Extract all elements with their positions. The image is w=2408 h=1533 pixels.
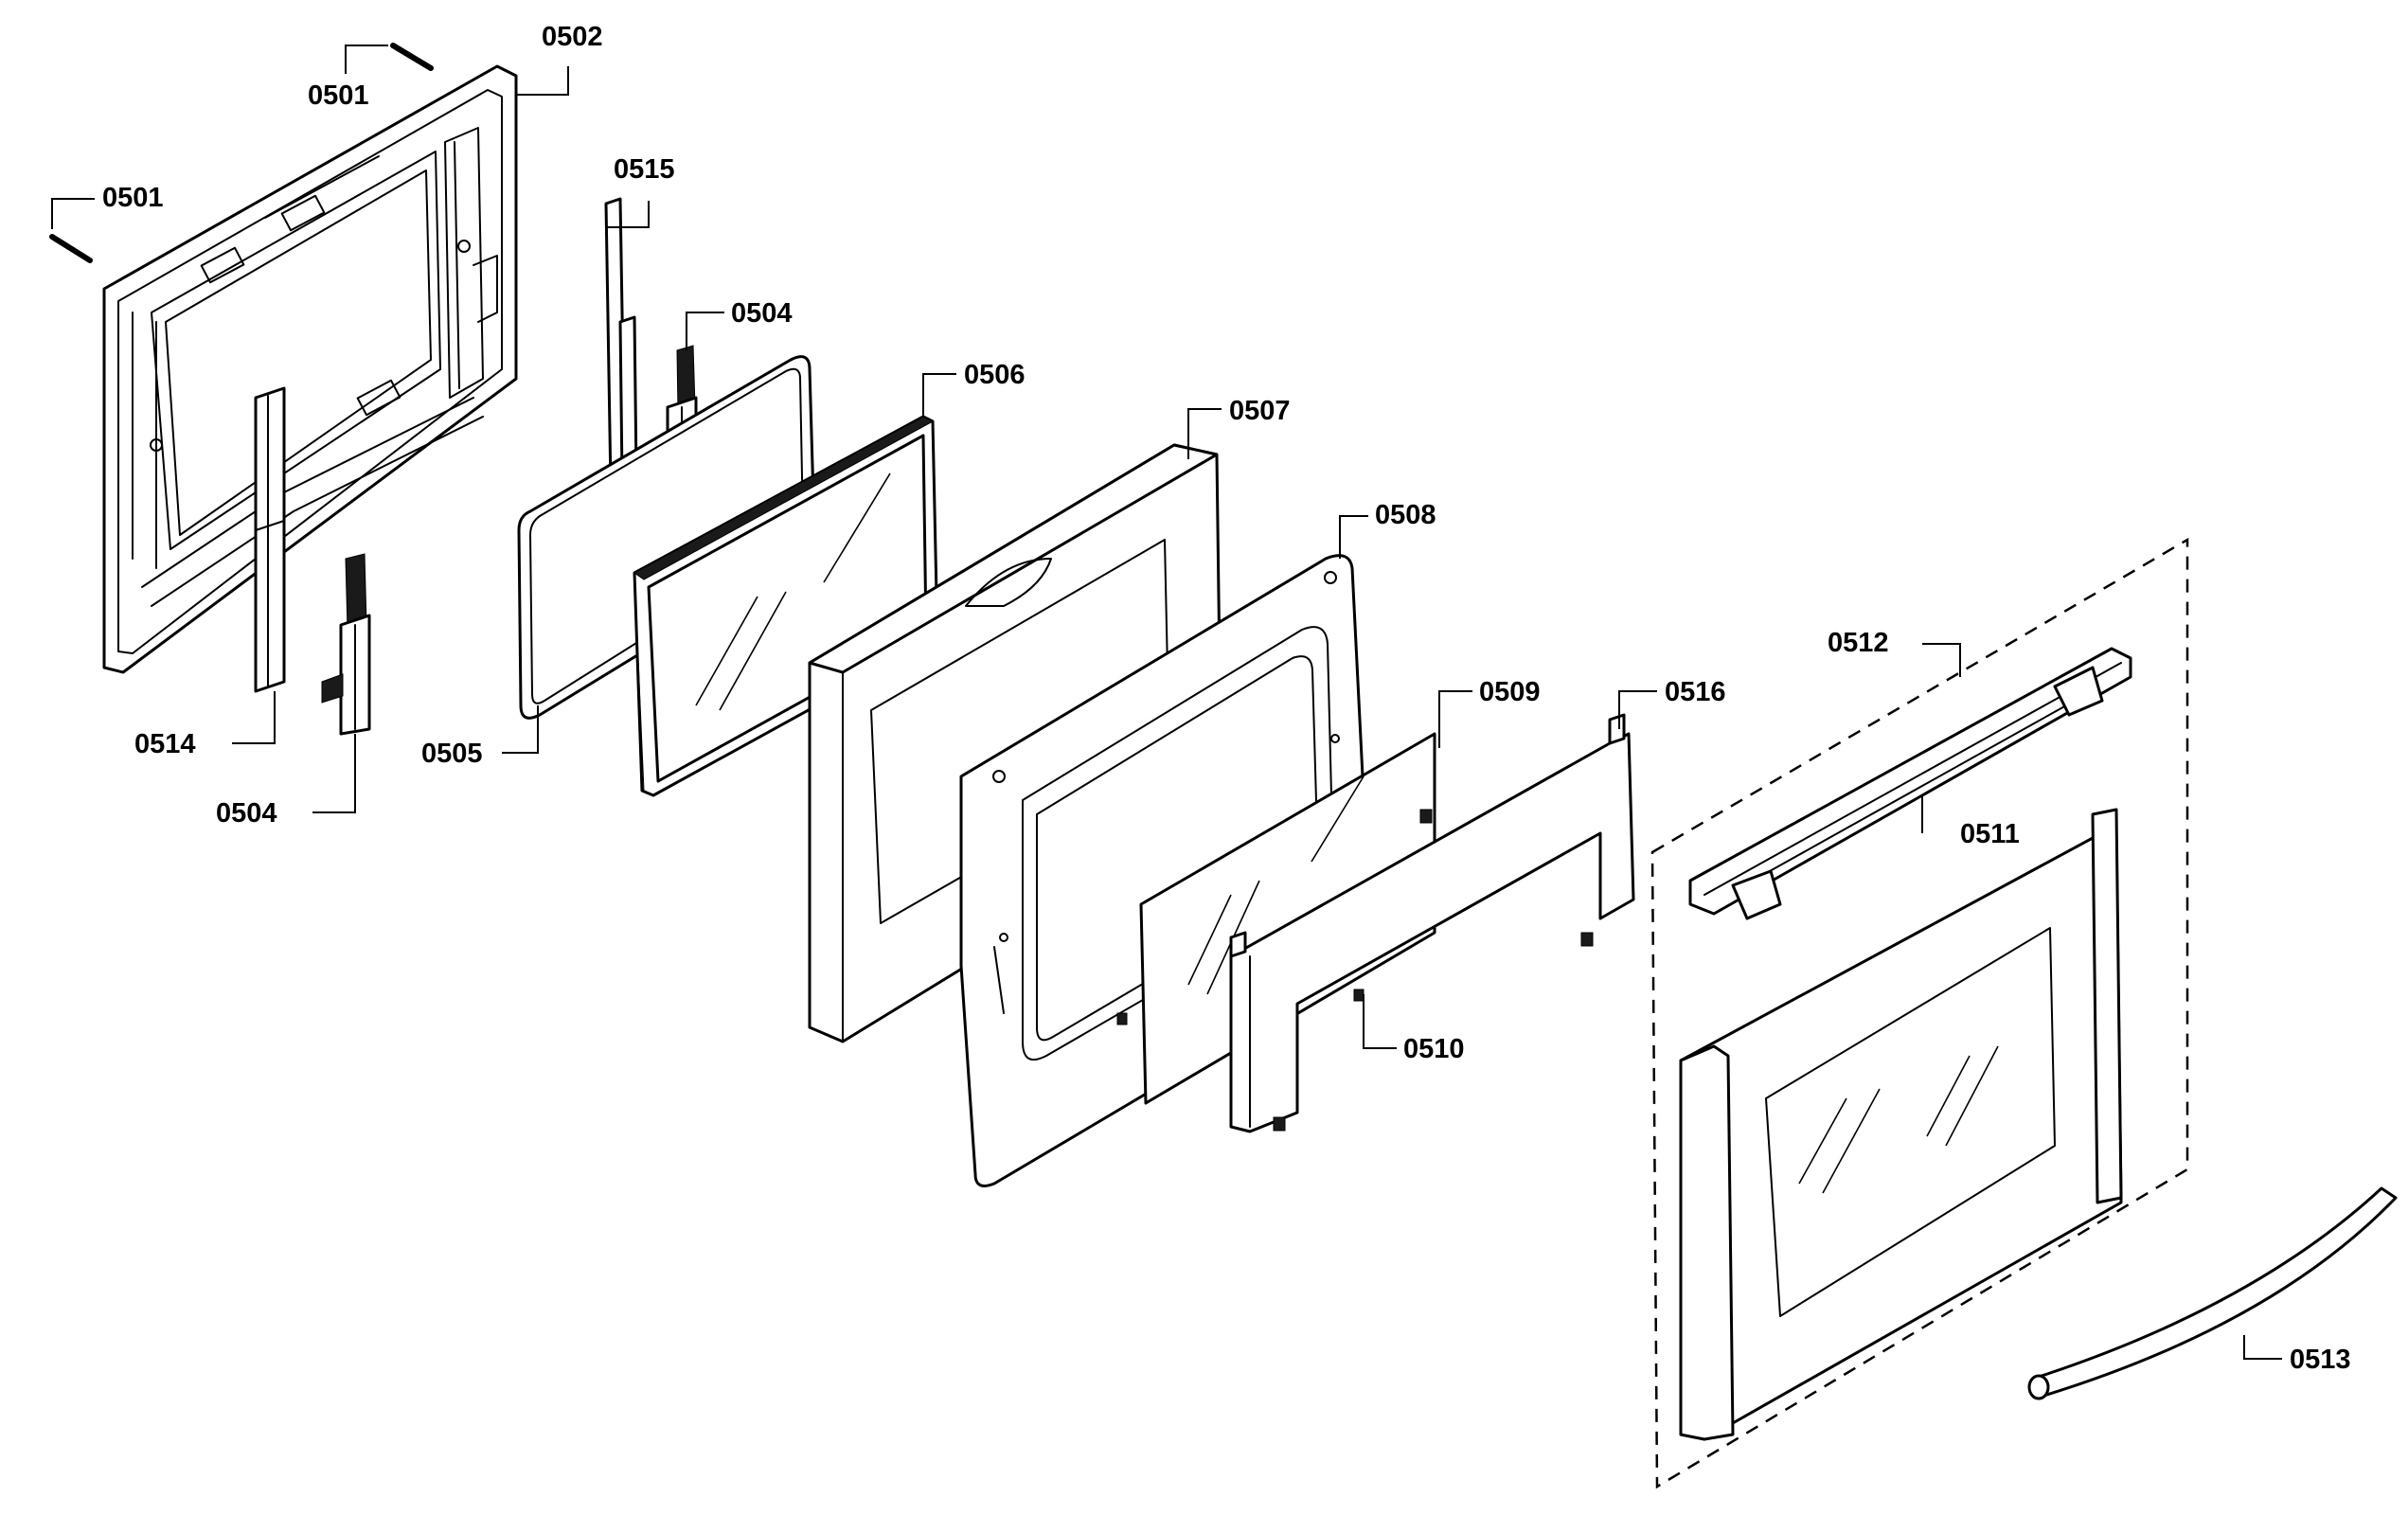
callout-0505: 0505 xyxy=(421,739,483,769)
callout-0511: 0511 xyxy=(1960,819,2020,849)
outer-door xyxy=(1679,808,2123,1441)
callout-0501-top: 0501 xyxy=(308,80,369,111)
door-handle xyxy=(2027,1186,2398,1400)
callout-0508: 0508 xyxy=(1375,500,1436,530)
side-channel-right xyxy=(604,197,638,490)
callout-0512: 0512 xyxy=(1828,628,1889,658)
callout-0501-left: 0501 xyxy=(102,183,164,213)
callout-0502: 0502 xyxy=(542,22,603,52)
outer-glass-panel xyxy=(1139,732,1436,1105)
callout-0504-bottom: 0504 xyxy=(216,798,277,829)
side-channel-left xyxy=(254,386,286,693)
outer-door-assembly-boundary xyxy=(1650,537,2189,1489)
hinge-pin-top xyxy=(390,43,434,71)
callout-0514: 0514 xyxy=(134,729,196,759)
callout-0504-top: 0504 xyxy=(731,298,793,329)
door-hinge-lower xyxy=(321,553,371,736)
top-trim xyxy=(1688,647,2132,920)
glass-retainer-bracket xyxy=(1229,713,1635,1133)
hinge-pin-left xyxy=(49,234,93,263)
callout-0507: 0507 xyxy=(1229,396,1291,426)
callout-0506: 0506 xyxy=(964,360,1026,390)
callout-0513: 0513 xyxy=(2290,1345,2351,1375)
callout-0510: 0510 xyxy=(1403,1034,1465,1064)
inner-door-frame xyxy=(102,64,518,674)
leader-lines xyxy=(51,45,2282,1360)
callout-0516: 0516 xyxy=(1665,677,1726,707)
callout-0515: 0515 xyxy=(614,154,675,185)
callout-0509: 0509 xyxy=(1479,677,1541,707)
